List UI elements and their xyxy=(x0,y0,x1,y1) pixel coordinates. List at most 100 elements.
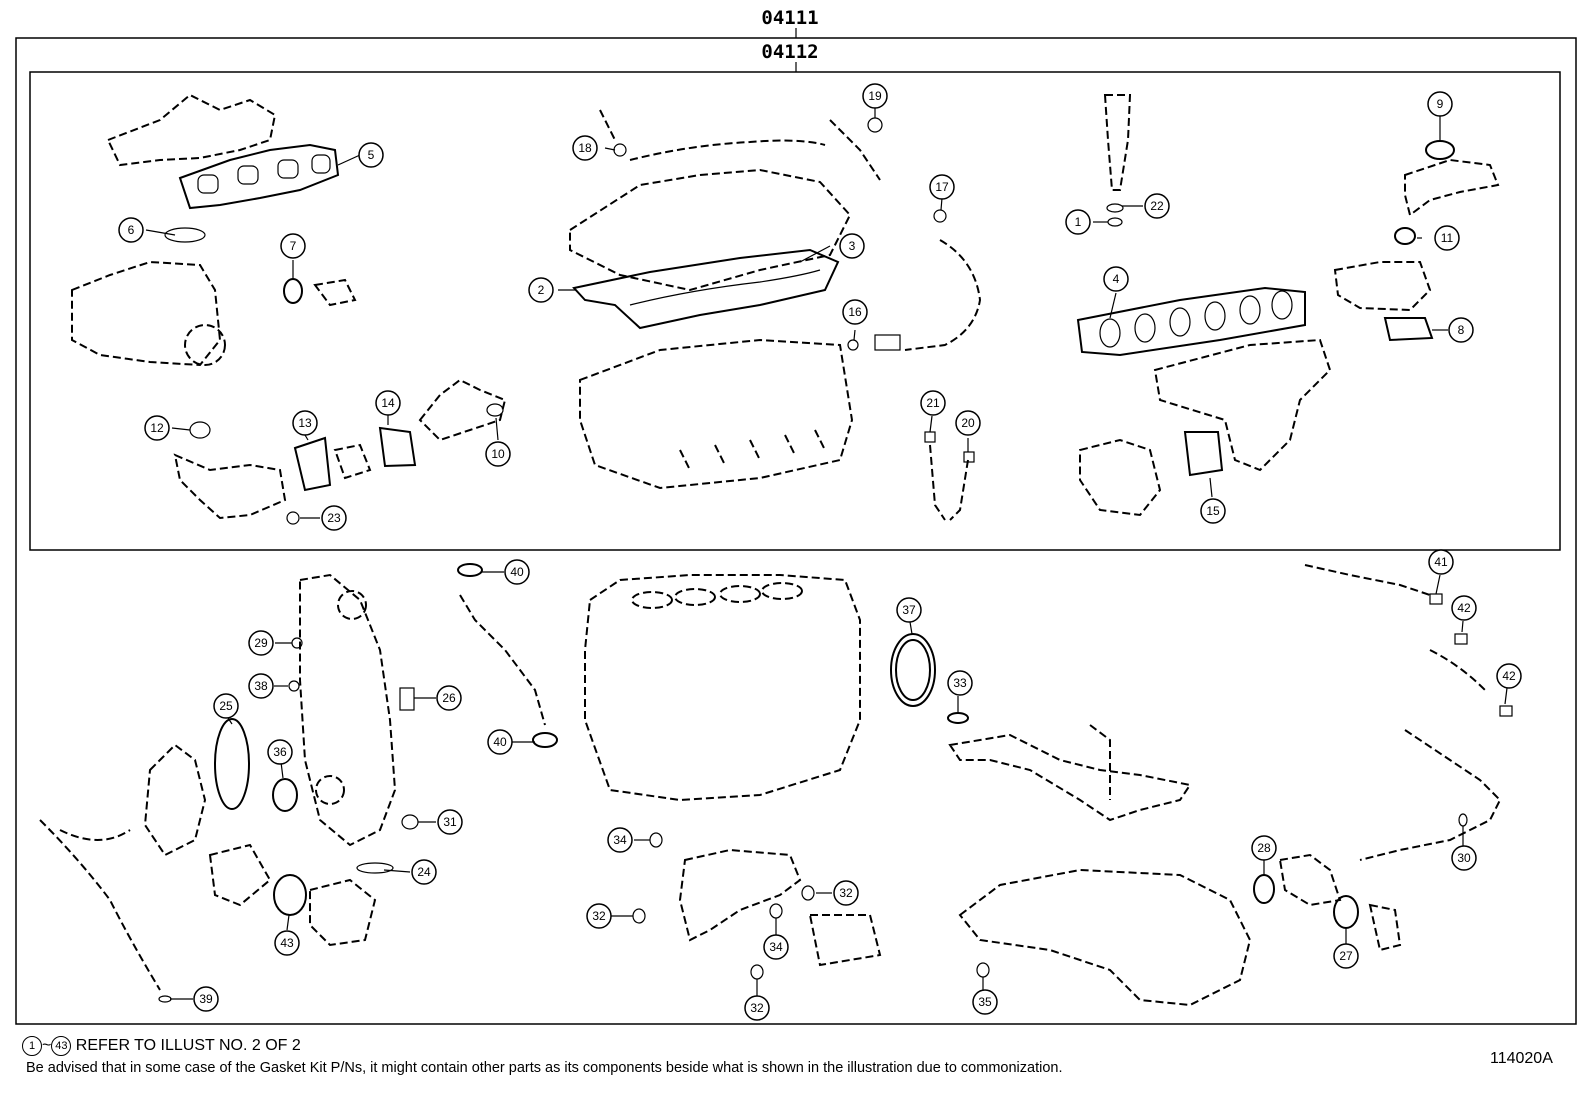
callout-26: 26 xyxy=(436,685,462,711)
callout-3: 3 xyxy=(839,233,865,259)
svg-text:32: 32 xyxy=(592,909,606,923)
svg-text:24: 24 xyxy=(417,865,431,879)
callout-27: 27 xyxy=(1333,943,1359,969)
svg-text:11: 11 xyxy=(1441,231,1454,245)
svg-text:41: 41 xyxy=(1434,555,1448,569)
callout-4: 4 xyxy=(1103,266,1129,292)
illustration-id: 114020A xyxy=(1490,1050,1553,1067)
callout-16: 16 xyxy=(842,299,868,325)
svg-text:31: 31 xyxy=(443,815,457,829)
callout-8: 8 xyxy=(1448,317,1474,343)
callout-32c: 32 xyxy=(744,995,770,1021)
svg-text:34: 34 xyxy=(613,833,627,847)
callout-41: 41 xyxy=(1428,549,1454,575)
kit-code-inner: 04112 xyxy=(761,41,818,63)
svg-text:32: 32 xyxy=(839,886,853,900)
callout-11: 11 xyxy=(1434,225,1460,251)
svg-text:18: 18 xyxy=(578,141,592,155)
callout-19: 19 xyxy=(862,83,888,109)
svg-text:38: 38 xyxy=(254,679,268,693)
callout-42b: 42 xyxy=(1496,663,1522,689)
callout-24: 24 xyxy=(411,859,437,885)
svg-text:17: 17 xyxy=(935,180,949,194)
advisory-note: Be advised that in some case of the Gask… xyxy=(26,1060,1063,1076)
callout-33: 33 xyxy=(947,670,973,696)
callout-29: 29 xyxy=(248,630,274,656)
callout-7: 7 xyxy=(280,233,306,259)
svg-text:23: 23 xyxy=(327,511,341,525)
callout-17: 17 xyxy=(929,174,955,200)
range-end-badge: 43 xyxy=(51,1036,72,1056)
svg-text:40: 40 xyxy=(493,735,507,749)
svg-text:42: 42 xyxy=(1502,669,1516,683)
svg-text:36: 36 xyxy=(273,745,287,759)
callout-30: 30 xyxy=(1451,845,1477,871)
callout-37: 37 xyxy=(896,597,922,623)
callout-43: 43 xyxy=(274,930,300,956)
callout-20: 20 xyxy=(955,410,981,436)
svg-text:1: 1 xyxy=(1075,215,1082,229)
svg-text:27: 27 xyxy=(1339,949,1353,963)
callout-36: 36 xyxy=(267,739,293,765)
svg-text:7: 7 xyxy=(290,239,297,253)
callout-32a: 32 xyxy=(833,880,859,906)
svg-text:34: 34 xyxy=(769,940,783,954)
svg-text:4: 4 xyxy=(1113,272,1120,286)
callout-32b: 32 xyxy=(586,903,612,929)
callout-28: 28 xyxy=(1251,835,1277,861)
callout-15: 15 xyxy=(1200,498,1226,524)
callout-31: 31 xyxy=(437,809,463,835)
callout-42a: 42 xyxy=(1451,595,1477,621)
svg-text:19: 19 xyxy=(868,89,882,103)
callout-14: 14 xyxy=(375,390,401,416)
callout-21: 21 xyxy=(920,390,946,416)
refer-note: 1~43 REFER TO ILLUST NO. 2 OF 2 xyxy=(22,1036,301,1056)
svg-text:3: 3 xyxy=(849,239,856,253)
callout-6: 6 xyxy=(118,217,144,243)
svg-text:42: 42 xyxy=(1457,601,1471,615)
callout-40a: 40 xyxy=(504,559,530,585)
svg-text:28: 28 xyxy=(1257,841,1271,855)
svg-text:22: 22 xyxy=(1150,199,1164,213)
outer-kit-frame xyxy=(15,37,1577,1025)
svg-text:10: 10 xyxy=(491,447,505,461)
callout-23: 23 xyxy=(321,505,347,531)
svg-text:30: 30 xyxy=(1457,851,1471,865)
callout-2: 2 xyxy=(528,277,554,303)
callout-9: 9 xyxy=(1427,91,1453,117)
kit-code-outer: 04111 xyxy=(761,7,818,29)
range-separator: ~ xyxy=(42,1037,52,1055)
svg-text:37: 37 xyxy=(902,603,916,617)
callout-5: 5 xyxy=(358,142,384,168)
callout-leaders xyxy=(145,108,1508,1000)
callout-38: 38 xyxy=(248,673,274,699)
callout-12: 12 xyxy=(144,415,170,441)
svg-text:6: 6 xyxy=(128,223,135,237)
svg-text:26: 26 xyxy=(442,691,456,705)
svg-text:9: 9 xyxy=(1437,97,1444,111)
callout-40b: 40 xyxy=(487,729,513,755)
callout-34b: 34 xyxy=(763,934,789,960)
callout-13: 13 xyxy=(292,410,318,436)
range-start-badge: 1 xyxy=(22,1036,42,1056)
svg-text:16: 16 xyxy=(848,305,862,319)
svg-text:39: 39 xyxy=(199,992,213,1006)
callout-34a: 34 xyxy=(607,827,633,853)
svg-text:14: 14 xyxy=(381,396,395,410)
svg-text:29: 29 xyxy=(254,636,268,650)
inner-kit-frame xyxy=(29,71,1561,551)
callout-10: 10 xyxy=(485,441,511,467)
callout-22: 22 xyxy=(1144,193,1170,219)
svg-text:25: 25 xyxy=(219,699,233,713)
svg-text:2: 2 xyxy=(538,283,545,297)
callout-1: 1 xyxy=(1065,209,1091,235)
callout-25: 25 xyxy=(213,693,239,719)
svg-text:35: 35 xyxy=(978,995,992,1009)
svg-text:43: 43 xyxy=(280,936,294,950)
part-sketches-upper xyxy=(71,93,1500,525)
callout-18: 18 xyxy=(572,135,598,161)
refer-text: REFER TO ILLUST NO. 2 OF 2 xyxy=(75,1037,301,1055)
callout-39: 39 xyxy=(193,986,219,1012)
svg-text:8: 8 xyxy=(1458,323,1465,337)
